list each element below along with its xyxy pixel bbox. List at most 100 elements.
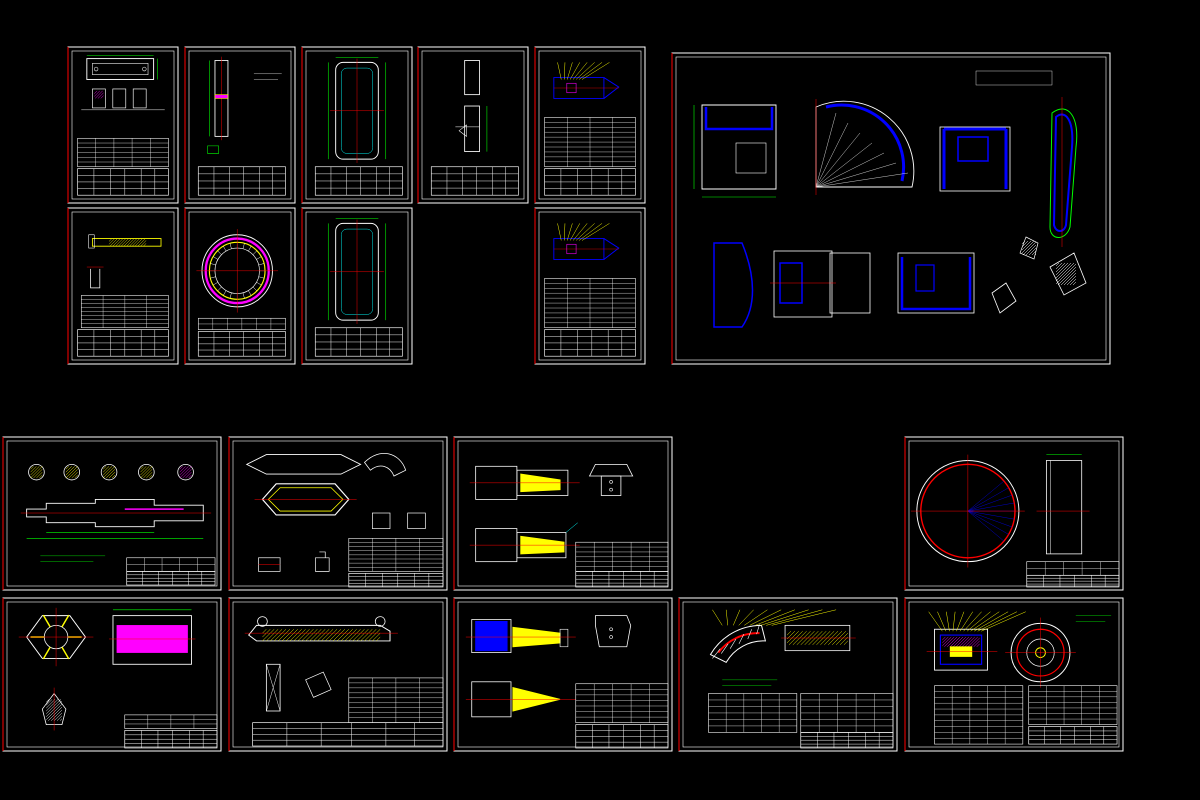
offset-detail	[458, 124, 467, 137]
hatch-line	[94, 90, 98, 94]
title-block	[348, 573, 444, 588]
sheet-inner-border	[421, 50, 525, 200]
drawing-sheet	[228, 597, 448, 752]
shaft-section-view	[138, 463, 155, 481]
leader-line	[928, 611, 943, 632]
hatch-line	[179, 466, 186, 473]
title-block	[800, 732, 894, 749]
channel-top	[91, 238, 162, 247]
ring-tooth	[258, 276, 265, 279]
sheet-frame	[678, 597, 898, 752]
parts-table	[77, 137, 169, 168]
hatch-line	[328, 629, 342, 642]
hatch-line	[95, 90, 103, 99]
leader-line	[572, 62, 588, 80]
sheet-frame	[184, 207, 296, 365]
ring-tooth	[256, 281, 262, 286]
plate-top-view	[86, 58, 155, 80]
hatch-line	[140, 466, 144, 470]
section-hatch	[94, 90, 104, 99]
hatch-line	[364, 629, 377, 642]
hatch-line	[270, 629, 283, 642]
insert-detail	[566, 243, 577, 255]
sheet-frame	[184, 46, 296, 204]
hex-web	[61, 646, 70, 660]
leader-line	[712, 609, 723, 626]
hatch-line	[947, 636, 958, 647]
detail-b	[991, 282, 1017, 314]
hatch-line	[33, 469, 43, 479]
hatch-line	[321, 629, 334, 642]
title-block-border	[197, 331, 286, 357]
sheet-artwork	[926, 611, 1118, 745]
hatch-line	[134, 238, 143, 247]
sheet-inner-border	[457, 601, 669, 748]
insert-detail	[566, 82, 577, 94]
hatch-line	[1057, 266, 1077, 286]
hatch-line	[786, 631, 799, 644]
sector-ray	[815, 132, 861, 188]
hatch-line	[973, 640, 980, 647]
hatch-line	[332, 629, 346, 642]
sheet-artwork	[314, 57, 403, 196]
beam-wheel	[374, 616, 386, 627]
parts-table	[575, 541, 669, 572]
hatch-line	[368, 629, 381, 642]
title-block	[126, 571, 216, 586]
leader-line	[744, 609, 768, 626]
housing-window	[735, 142, 767, 174]
hatch-line	[30, 466, 40, 476]
hatch-line	[372, 632, 381, 642]
hatch-line	[348, 629, 361, 642]
hatch-line	[1055, 262, 1075, 282]
drawing-sheet	[904, 597, 1124, 752]
hatch-line	[182, 469, 192, 479]
hatch-line	[109, 238, 118, 247]
leader-line	[578, 62, 603, 80]
title-block	[77, 168, 169, 196]
sheet-artwork	[544, 62, 636, 196]
hatch-line	[297, 629, 310, 642]
drawing-circle	[609, 480, 613, 484]
hatch-line	[317, 629, 330, 642]
notes-block	[975, 70, 1053, 86]
hatch-line	[50, 709, 63, 721]
hatch-line	[266, 629, 279, 642]
hatch-line	[105, 469, 116, 479]
hatch-line	[143, 469, 153, 479]
title-block	[575, 724, 669, 749]
leader-line	[946, 611, 950, 632]
ring-ray	[967, 494, 1013, 512]
leader-line	[959, 611, 973, 632]
hatch-line	[46, 699, 62, 715]
sheet-inner-border	[6, 440, 218, 587]
leader-line	[563, 62, 566, 80]
side-cutout	[957, 136, 989, 162]
ring-tooth	[229, 243, 232, 249]
hatch-line	[313, 629, 326, 642]
sheet-inner-border	[908, 601, 1120, 748]
parts-table-border	[1028, 685, 1118, 725]
hatch-line	[71, 471, 78, 479]
column-view	[265, 663, 281, 712]
sheet-artwork	[469, 463, 669, 588]
drawing-sheet	[184, 46, 296, 204]
side-section	[942, 127, 1008, 189]
shaft-section-hatch	[140, 466, 153, 479]
sheet-frame	[453, 436, 673, 591]
hatch-line	[1055, 262, 1072, 279]
drawing-sheet	[2, 597, 222, 752]
sheet-inner-border	[71, 211, 175, 361]
shaft-profile	[26, 498, 204, 528]
section-view	[92, 88, 106, 109]
detail-view	[207, 145, 219, 154]
sheet-artwork	[196, 229, 286, 357]
shaft-section-hatch	[30, 466, 43, 479]
cylinder-body	[471, 619, 512, 653]
hatch-line	[111, 474, 116, 479]
drawing-circle	[609, 635, 613, 639]
hatch-line	[1021, 240, 1029, 248]
sheet-frame	[453, 597, 673, 752]
parts-table	[544, 278, 636, 329]
parts-table	[348, 538, 444, 572]
